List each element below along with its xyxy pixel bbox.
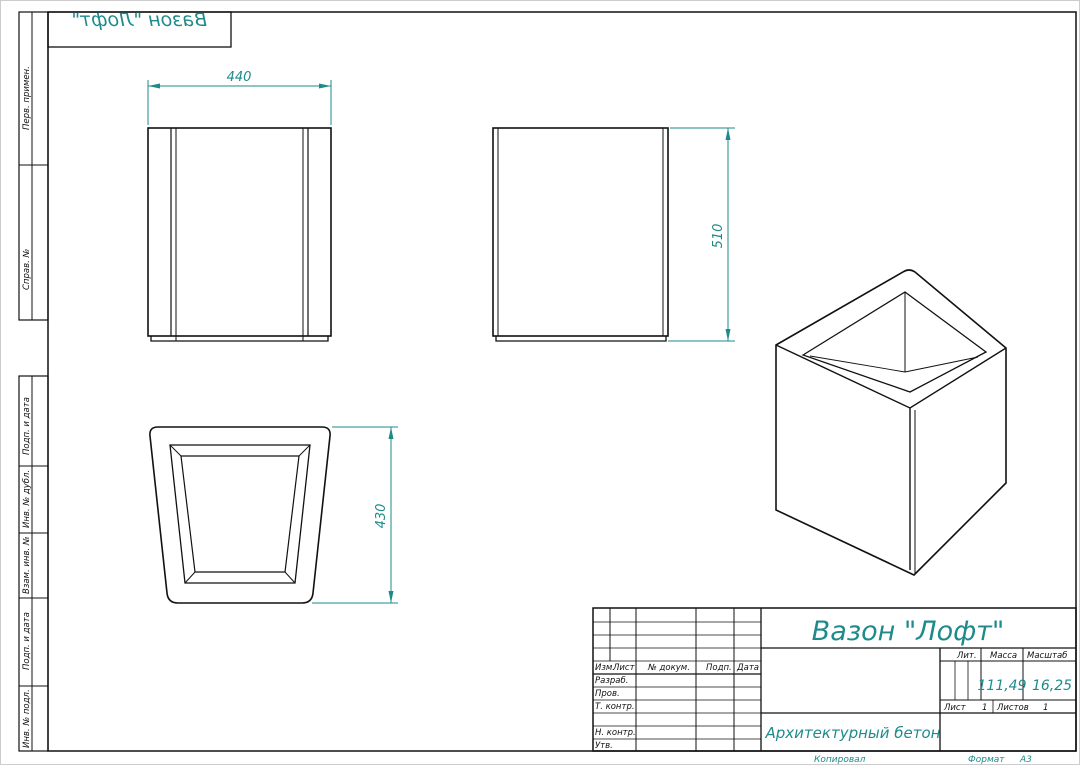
- side-view: 510: [492, 127, 735, 342]
- side-label-podp1: Подп. и дата: [22, 397, 32, 455]
- footer-format-label: Формат: [968, 755, 1005, 765]
- side-label-perv: Перв. примен.: [22, 66, 32, 130]
- mirrored-stamp-text: Вазон "Лофт": [71, 9, 207, 31]
- sheet-label: Лист: [943, 703, 967, 713]
- front-view: 440: [147, 70, 332, 342]
- side-label-dubl: Инв. № дубл.: [22, 470, 32, 528]
- mass-label: Масса: [990, 651, 1017, 661]
- scale-label: Масштаб: [1027, 651, 1067, 661]
- side-label-podp2: Подп. и дата: [22, 612, 32, 670]
- sheets-value: 1: [1043, 703, 1048, 713]
- footer-copied: Копировал: [814, 755, 866, 765]
- lit-label: Лит.: [956, 651, 977, 661]
- side-label-podl: Инв. № подл.: [22, 689, 32, 748]
- col-date: Дата: [736, 663, 759, 673]
- scale-value: 16,25: [1032, 678, 1072, 694]
- sheet-value: 1: [982, 703, 987, 713]
- dim-height-label: 510: [711, 224, 726, 249]
- dim-width-label: 440: [227, 70, 252, 85]
- col-podp: Подп.: [706, 663, 732, 673]
- col-docnum: № докум.: [647, 663, 690, 673]
- title-text: Вазон "Лофт": [812, 616, 1005, 647]
- row-prov: Пров.: [595, 689, 620, 699]
- dim-depth-label: 430: [374, 504, 389, 529]
- side-label-vzam: Взам. инв. №: [22, 536, 32, 594]
- col-list: Лист: [612, 663, 636, 673]
- row-utv: Утв.: [595, 741, 613, 751]
- footer-format-value: А3: [1019, 755, 1032, 765]
- row-razrab: Разраб.: [595, 676, 628, 686]
- material-text: Архитектурный бетон: [765, 724, 941, 742]
- col-izm: Изм.: [595, 663, 615, 673]
- isometric-view: [775, 269, 1007, 576]
- top-view: 430: [149, 426, 398, 604]
- title-block: Изм. Лист № докум. Подп. Дата Разраб. Пр…: [592, 607, 1077, 752]
- side-strip: Перв. примен. Справ. № Подп. и дата Инв.…: [18, 11, 49, 752]
- row-tkontr: Т. контр.: [595, 702, 635, 712]
- side-label-sprav: Справ. №: [22, 248, 32, 290]
- sheets-label: Листов: [996, 703, 1029, 713]
- mirrored-stamp: Вазон "Лофт": [47, 9, 232, 48]
- row-nkontr: Н. контр.: [595, 728, 636, 738]
- mass-value: 111,49: [978, 678, 1027, 694]
